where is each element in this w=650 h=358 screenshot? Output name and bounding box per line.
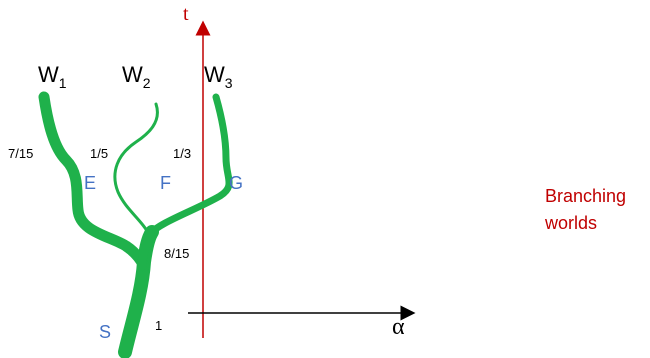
branch-w2 xyxy=(113,102,159,238)
caption-line-1: Branching xyxy=(545,186,626,206)
node-label-s: S xyxy=(99,322,111,342)
branch-w1 xyxy=(38,91,150,272)
fraction-merge: 8/15 xyxy=(164,246,189,261)
fraction-root: 1 xyxy=(155,318,162,333)
fraction-w1: 7/15 xyxy=(8,146,33,161)
fraction-w3: 1/3 xyxy=(173,146,191,161)
world-branches xyxy=(38,91,233,358)
time-axis-label: t xyxy=(183,3,189,25)
caption-line-2: worlds xyxy=(544,213,597,233)
node-label-g: G xyxy=(229,173,243,193)
fraction-w2: 1/5 xyxy=(90,146,108,161)
node-label-f: F xyxy=(160,173,171,193)
parameter-axis-label: α xyxy=(392,314,405,340)
node-label-e: E xyxy=(84,173,96,193)
branch-merged xyxy=(137,229,155,271)
world-label-w3: W3 xyxy=(204,62,233,91)
world-label-w1: W1 xyxy=(38,62,67,91)
branch-w3 xyxy=(146,93,233,238)
world-label-w2: W2 xyxy=(122,62,151,91)
